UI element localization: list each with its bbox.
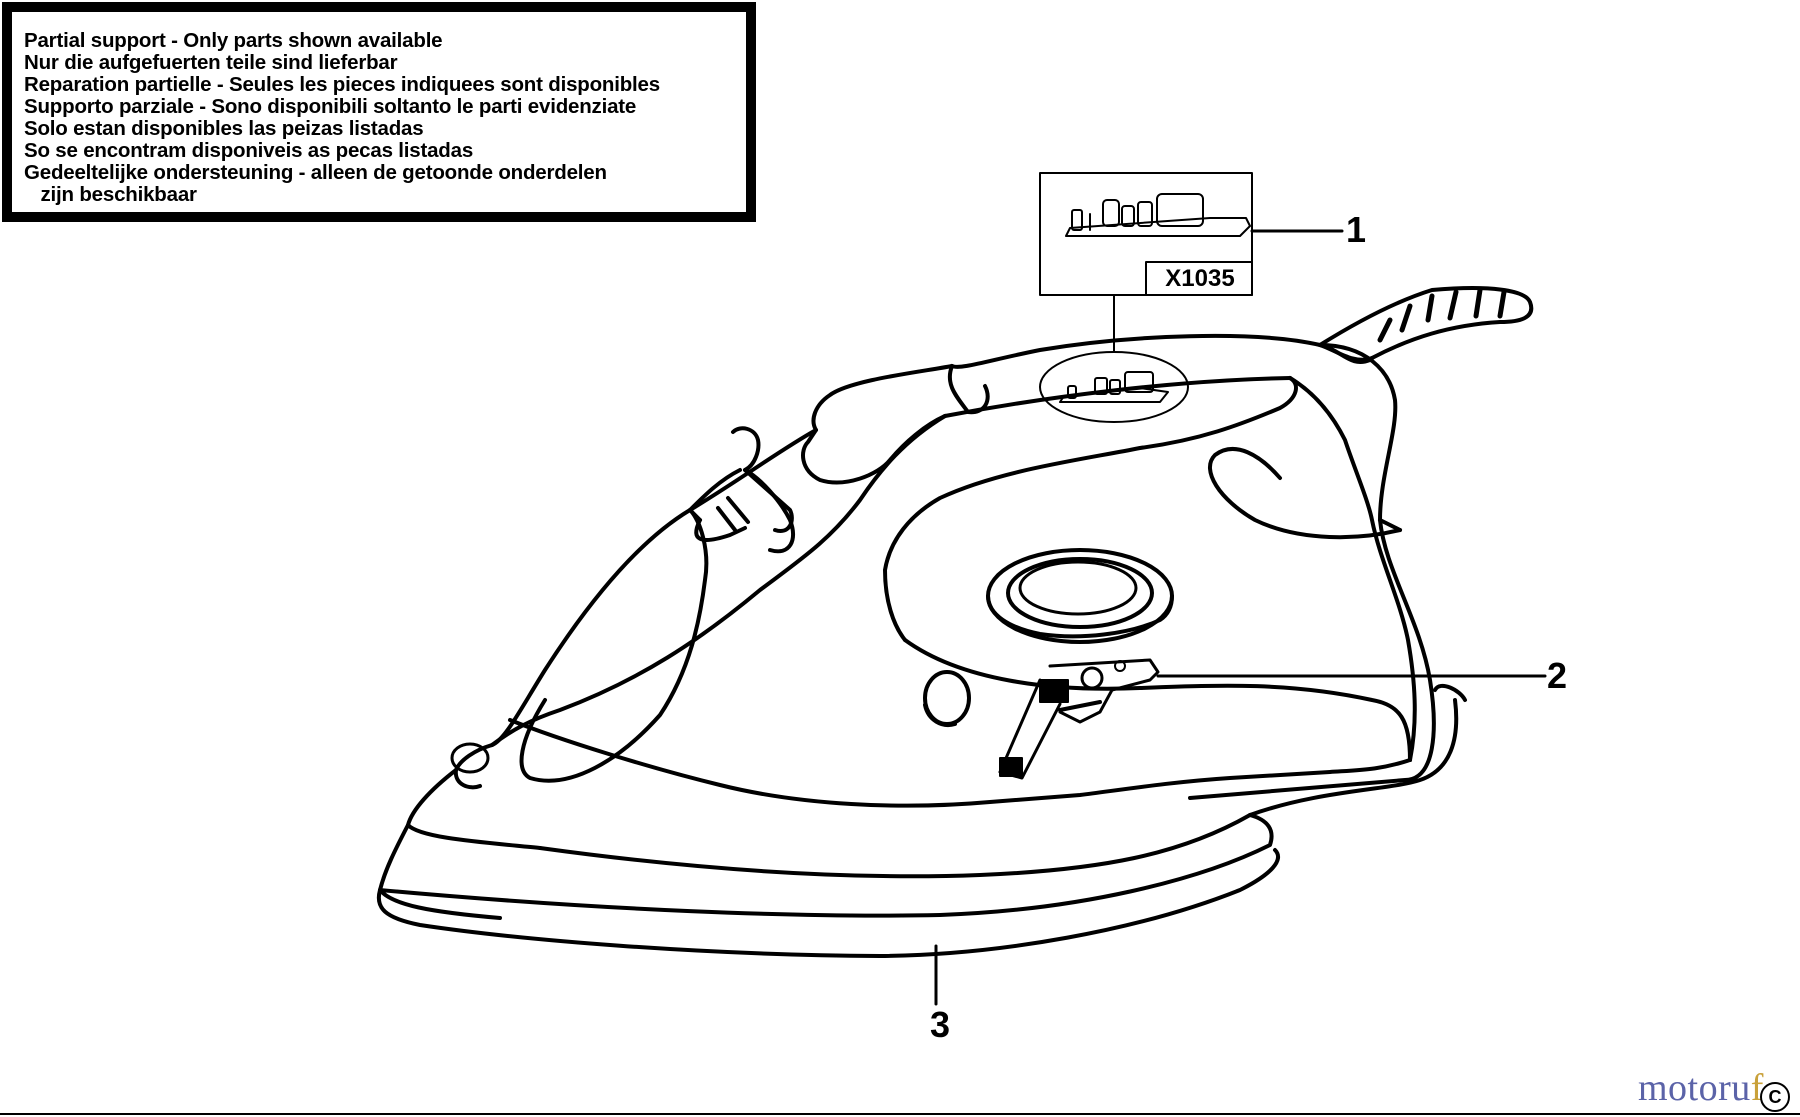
thermostat-board-icon <box>1065 193 1251 237</box>
availability-notice-box: Partial support - Only parts shown avail… <box>2 2 756 222</box>
callout-2: 2 <box>1547 655 1568 696</box>
watermark-main: motoru <box>1638 1067 1751 1109</box>
indicator-light <box>923 670 971 727</box>
callout-3: 3 <box>930 1004 951 1045</box>
notice-line-it: Supporto parziale - Sono disponibili sol… <box>24 95 637 118</box>
part-2-thermostat <box>998 658 1547 780</box>
part-1-inset <box>1039 172 1344 353</box>
soleplate <box>376 698 1459 958</box>
notice-line-de: Nur die aufgefuerten teile sind lieferba… <box>24 51 398 74</box>
notice-line-en: Partial support - Only parts shown avail… <box>24 29 443 52</box>
iron-body <box>376 333 1467 958</box>
bottom-rule <box>0 1113 1800 1115</box>
notice-line-fr: Reparation partielle - Seules les pieces… <box>24 73 660 96</box>
motoruf-watermark: motoruf <box>1638 1068 1764 1108</box>
notice-line-pt: So se encontram disponiveis as pecas lis… <box>24 139 474 162</box>
temperature-dial <box>986 548 1174 644</box>
part-ref-number: X1035 <box>1165 265 1235 292</box>
notice-line-nl-cont: zijn beschikbaar <box>24 183 197 206</box>
copyright-icon: C <box>1760 1082 1790 1112</box>
notice-line-nl: Gedeeltelijke ondersteuning - alleen de … <box>24 161 607 184</box>
notice-line-es: Solo estan disponibles las peizas listad… <box>24 117 424 140</box>
callout-1: 1 <box>1346 209 1367 250</box>
